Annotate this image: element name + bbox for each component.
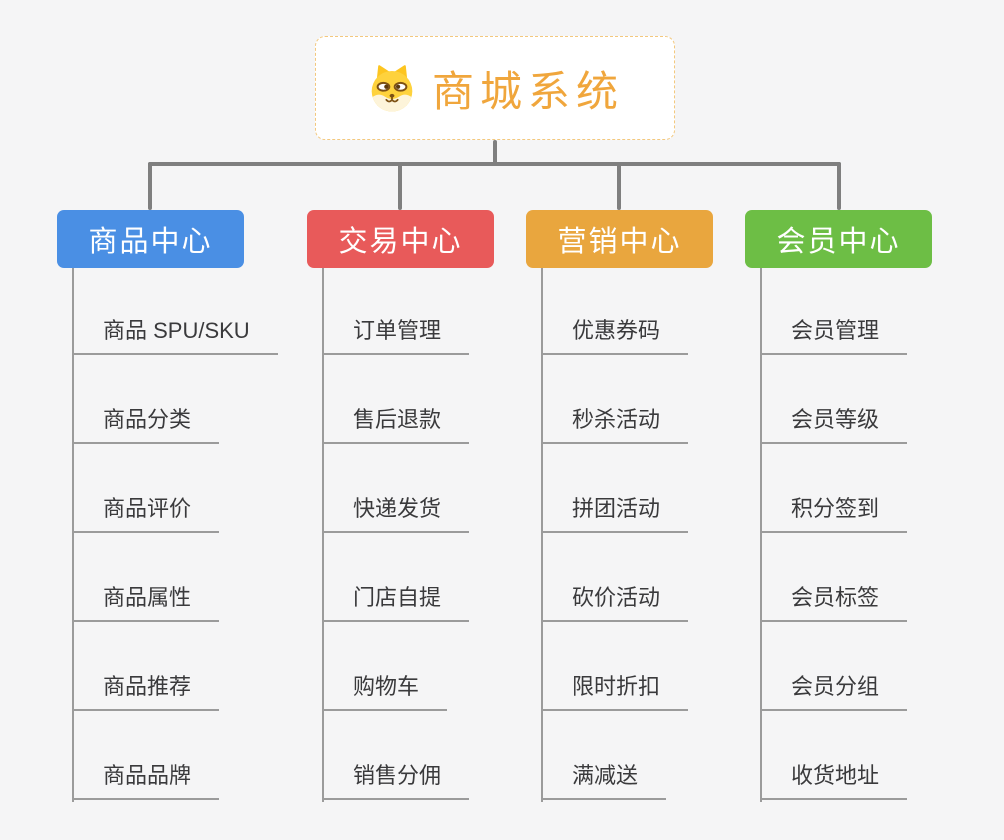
child-topic[interactable]: 收货地址	[760, 762, 908, 800]
branch-header-product-center[interactable]: 商品中心	[57, 210, 244, 268]
child-topic[interactable]: 会员标签	[760, 584, 908, 622]
child-topic[interactable]: 商品评价	[72, 495, 220, 533]
branch-header-marketing-center[interactable]: 营销中心	[526, 210, 713, 268]
branch-children-trade-center: 订单管理 售后退款 快递发货 门店自提 购物车 销售分佣	[322, 266, 470, 800]
branch-label: 商品中心	[88, 226, 213, 258]
branch-label: 会员中心	[776, 226, 901, 258]
child-topic[interactable]: 会员管理	[760, 317, 908, 355]
child-row: 订单管理	[322, 266, 470, 355]
child-row: 秒杀活动	[541, 355, 689, 444]
child-topic[interactable]: 会员等级	[760, 406, 908, 444]
child-topic[interactable]: 快递发货	[322, 495, 470, 533]
child-row: 商品分类	[72, 355, 278, 444]
child-row: 售后退款	[322, 355, 470, 444]
root-title: 商城系统	[431, 67, 624, 115]
branch-label: 营销中心	[557, 226, 682, 258]
child-row: 满减送	[541, 711, 688, 800]
child-row: 销售分佣	[322, 711, 470, 800]
connector-drop-marketing	[617, 162, 621, 210]
child-topic[interactable]: 商品分类	[72, 406, 220, 444]
child-topic[interactable]: 秒杀活动	[541, 406, 689, 444]
branch-label: 交易中心	[338, 226, 463, 258]
child-topic[interactable]: 积分签到	[760, 495, 908, 533]
child-topic[interactable]: 门店自提	[322, 584, 470, 622]
child-topic[interactable]: 商品属性	[72, 584, 220, 622]
child-row: 会员管理	[760, 266, 908, 355]
branch-children-marketing-center: 优惠券码 秒杀活动 拼团活动 砍价活动 限时折扣 满减送	[541, 266, 689, 800]
child-row: 优惠券码	[541, 266, 689, 355]
child-topic[interactable]: 销售分佣	[322, 762, 470, 800]
child-row: 会员等级	[760, 355, 908, 444]
branch-trunk-marketing-center	[541, 268, 543, 802]
connector-root-trunk	[493, 140, 497, 164]
branch-header-trade-center[interactable]: 交易中心	[307, 210, 494, 268]
child-topic[interactable]: 商品 SPU/SKU	[72, 317, 278, 355]
connector-drop-trade	[398, 162, 402, 210]
child-topic[interactable]: 订单管理	[322, 317, 470, 355]
child-row: 收货地址	[760, 711, 908, 800]
child-topic[interactable]: 售后退款	[322, 406, 470, 444]
connector-horizontal-bar	[148, 162, 841, 166]
child-row: 购物车	[322, 622, 469, 711]
child-row: 商品推荐	[72, 622, 278, 711]
branch-children-product-center: 商品 SPU/SKU 商品分类 商品评价 商品属性 商品推荐 商品品牌	[72, 266, 278, 800]
child-topic[interactable]: 拼团活动	[541, 495, 689, 533]
child-row: 会员分组	[760, 622, 908, 711]
child-topic[interactable]: 限时折扣	[541, 673, 689, 711]
doge-icon	[371, 65, 413, 112]
root-node[interactable]: 商城系统	[315, 36, 675, 140]
child-topic[interactable]: 商品品牌	[72, 762, 220, 800]
child-row: 砍价活动	[541, 533, 689, 622]
child-row: 快递发货	[322, 444, 470, 533]
branch-trunk-trade-center	[322, 268, 324, 802]
child-row: 门店自提	[322, 533, 470, 622]
child-row: 会员标签	[760, 533, 908, 622]
child-row: 商品品牌	[72, 711, 278, 800]
child-topic[interactable]: 满减送	[541, 762, 667, 800]
child-row: 限时折扣	[541, 622, 689, 711]
branch-trunk-member-center	[760, 268, 762, 802]
connector-drop-member	[837, 162, 841, 210]
child-topic[interactable]: 会员分组	[760, 673, 908, 711]
connector-drop-product	[148, 162, 152, 210]
child-topic[interactable]: 购物车	[322, 673, 448, 711]
child-topic[interactable]: 优惠券码	[541, 317, 689, 355]
branch-children-member-center: 会员管理 会员等级 积分签到 会员标签 会员分组 收货地址	[760, 266, 908, 800]
branch-header-member-center[interactable]: 会员中心	[745, 210, 932, 268]
child-row: 商品 SPU/SKU	[72, 266, 278, 355]
child-row: 商品评价	[72, 444, 278, 533]
child-row: 商品属性	[72, 533, 278, 622]
child-topic[interactable]: 砍价活动	[541, 584, 689, 622]
child-row: 拼团活动	[541, 444, 689, 533]
branch-trunk-product-center	[72, 268, 74, 802]
child-row: 积分签到	[760, 444, 908, 533]
child-topic[interactable]: 商品推荐	[72, 673, 220, 711]
